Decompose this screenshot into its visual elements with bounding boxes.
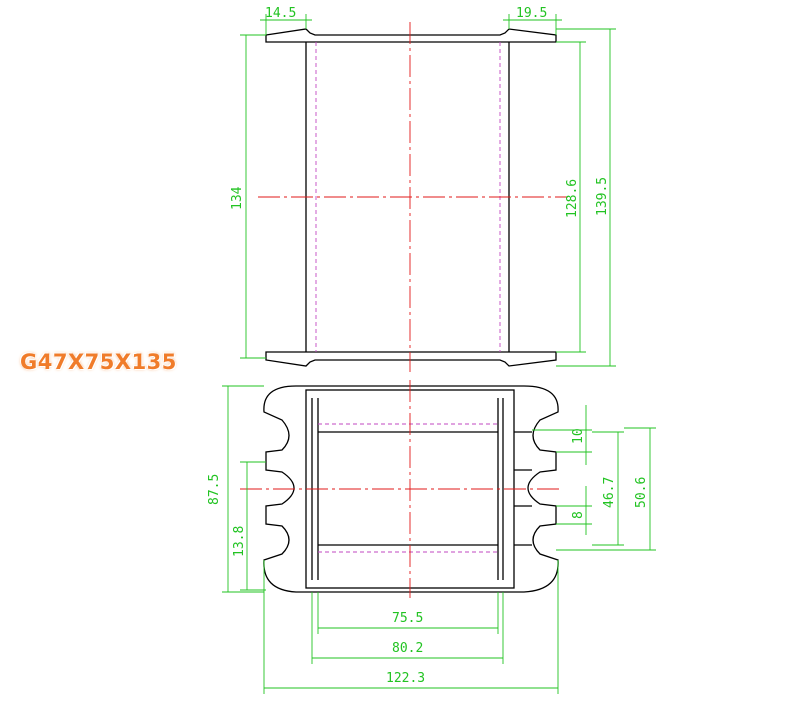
bottom-view: 87.5 13.8 10 8	[207, 380, 656, 694]
dim-label-14-5: 14.5	[265, 6, 296, 21]
dim-overall-width: 122.3	[263, 560, 559, 694]
dim-flange-right-overhang: 19.5	[503, 6, 562, 35]
dim-label-134: 134	[230, 186, 245, 210]
dim-label-19-5: 19.5	[516, 6, 547, 21]
model-label: G47X75X135	[20, 350, 177, 374]
dim-label-46-7: 46.7	[602, 477, 617, 508]
dim-inner-height: 128.6	[556, 41, 586, 353]
dim-inner-window: 46.7	[592, 431, 624, 546]
dim-label-122-3: 122.3	[386, 671, 425, 686]
dim-label-75-5: 75.5	[392, 611, 423, 626]
dim-label-8: 8	[571, 511, 586, 519]
dim-label-13-8: 13.8	[232, 526, 247, 557]
dim-total-height-left: 134	[230, 34, 266, 359]
dim-label-87-5: 87.5	[207, 474, 222, 505]
dim-label-139-5: 139.5	[595, 177, 610, 216]
dim-inner-width: 80.2	[311, 592, 504, 664]
dim-label-80-2: 80.2	[392, 641, 423, 656]
dim-core-width: 75.5	[317, 592, 499, 634]
dim-flange-left-overhang: 14.5	[260, 6, 312, 35]
dim-left-step: 13.8	[232, 461, 266, 591]
top-flange	[265, 28, 557, 43]
bottom-flange-outline	[263, 385, 559, 593]
dim-outer-window: 50.6	[556, 427, 656, 551]
dim-total-height-right: 139.5	[556, 28, 616, 367]
dim-label-10: 10	[571, 428, 586, 444]
front-view: 14.5 19.5 134 128.6	[230, 6, 616, 372]
bottom-flange	[265, 351, 557, 367]
dim-label-50-6: 50.6	[634, 477, 649, 508]
dim-overall-height: 87.5	[207, 385, 264, 593]
dim-label-128-6: 128.6	[565, 179, 580, 218]
dim-slot-pitch-bottom: 8	[556, 486, 592, 535]
dim-slot-pitch-top: 10	[532, 405, 592, 465]
